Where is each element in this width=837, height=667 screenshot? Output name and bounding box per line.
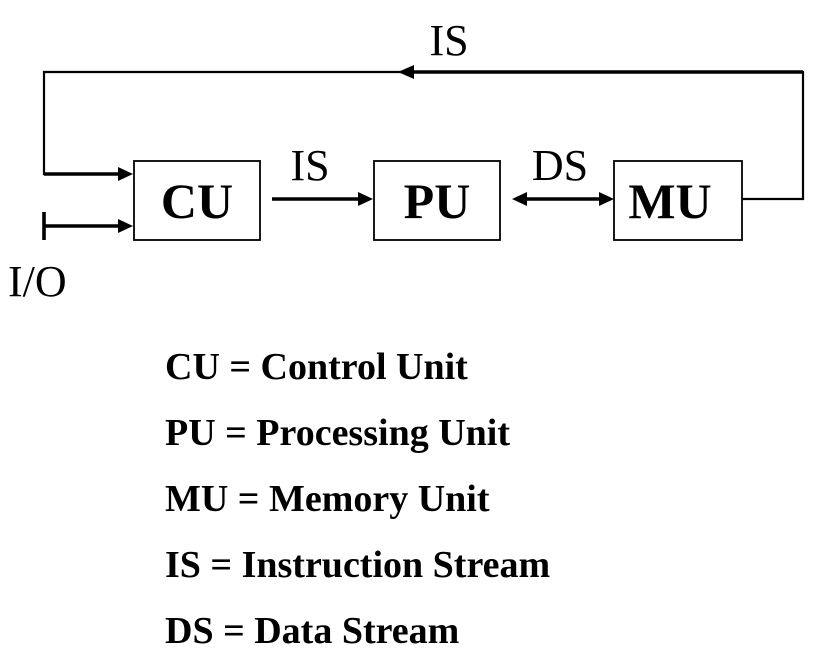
io-label: I/O bbox=[8, 257, 67, 306]
cu-pu-arrowhead bbox=[358, 192, 373, 206]
feedback-stream-label: IS bbox=[429, 16, 468, 65]
legend-item-ds: DS = Data Stream bbox=[165, 610, 460, 652]
legend-item-is: IS = Instruction Stream bbox=[165, 544, 551, 586]
cu-pu-stream-label: IS bbox=[290, 141, 329, 190]
feedback-arrowhead-left bbox=[398, 65, 414, 79]
mu-label: MU bbox=[628, 173, 711, 229]
pu-box bbox=[373, 160, 501, 241]
legend: CU = Control Unit PU = Processing Unit M… bbox=[165, 334, 550, 664]
legend-item-pu: PU = Processing Unit bbox=[165, 412, 510, 454]
pu-label: PU bbox=[404, 173, 471, 229]
io-arrowhead bbox=[118, 219, 133, 233]
cu-input-arrowhead-top bbox=[118, 167, 133, 181]
mu-box bbox=[613, 160, 743, 241]
pu-mu-arrowhead-left bbox=[512, 192, 527, 206]
pu-mu-arrowhead-right bbox=[599, 192, 614, 206]
cu-label: CU bbox=[161, 173, 233, 229]
legend-item-mu: MU = Memory Unit bbox=[165, 478, 490, 520]
legend-item-cu: CU = Control Unit bbox=[165, 346, 468, 388]
pu-mu-stream-label: DS bbox=[532, 141, 588, 190]
cu-box bbox=[133, 160, 261, 241]
